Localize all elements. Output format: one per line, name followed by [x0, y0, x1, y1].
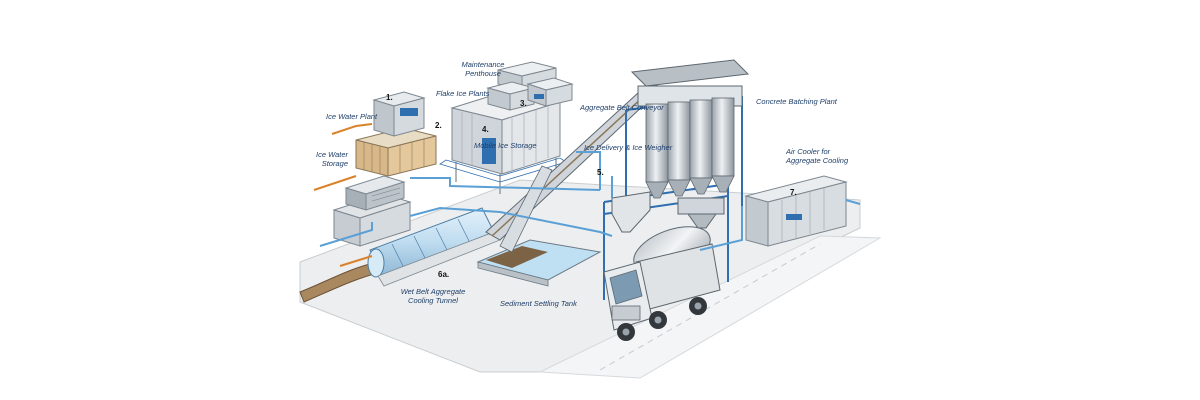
callout-7: 7. — [790, 188, 797, 197]
ice-weigher — [611, 191, 725, 233]
callout-6a: 6a. — [438, 270, 450, 279]
callout-4: 4. — [482, 125, 489, 134]
label-ice-delivery-weigher: Ice Delivery & Ice Weigher — [584, 143, 673, 152]
callout-5: 5. — [597, 168, 604, 177]
label-flake-ice-plants: Flake Ice Plants — [436, 89, 490, 98]
ice-water-plant — [372, 91, 426, 137]
label-maintenance-penthouse: Maintenance Penthouse — [461, 60, 505, 78]
road-dash — [599, 243, 821, 371]
silos — [630, 59, 750, 199]
ice-water-units — [332, 175, 412, 247]
sediment-tank-wall — [477, 261, 549, 287]
callout-2: 2. — [435, 121, 442, 130]
callout-1: 1. — [386, 93, 393, 102]
label-ice-water-storage: Ice Water Storage — [316, 150, 348, 168]
air-cooler — [744, 175, 848, 247]
label-sediment-tank: Sediment Settling Tank — [500, 299, 577, 308]
ice-water-storage — [355, 127, 437, 177]
label-concrete-batching-plant: Concrete Batching Plant — [756, 97, 837, 106]
label-ice-water-plant: Ice Water Plant — [326, 112, 378, 121]
label-wet-belt-tunnel: Wet Belt Aggregate Cooling Tunnel — [400, 287, 466, 305]
callout-3: 3. — [520, 99, 527, 108]
warm-pipes — [313, 123, 373, 267]
label-mobile-ice-storage: Mobile Ice Storage — [474, 141, 537, 150]
sediment-tank-mud — [486, 246, 548, 268]
label-aggregate-belt-conveyor: Aggregate Belt Conveyor — [580, 103, 664, 112]
water-pipes — [319, 151, 861, 251]
mixer-truck — [603, 226, 721, 341]
label-air-cooler: Air Cooler for Aggregate Cooling — [786, 147, 849, 165]
maintenance-penthouse — [486, 61, 574, 111]
